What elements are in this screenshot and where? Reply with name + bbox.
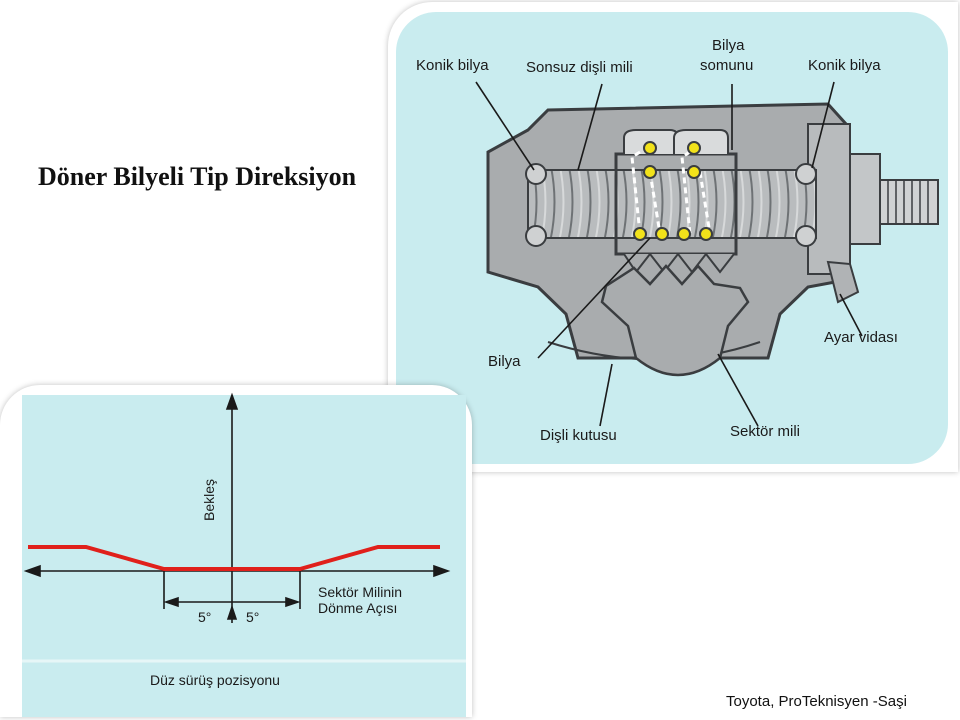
y-axis-label: Bekleş <box>201 479 217 521</box>
gearbox-cross-section: Konik bilya Sonsuz dişli mili Bilya somu… <box>396 12 948 464</box>
straight-driving-caption: Düz sürüş pozisyonu <box>150 672 280 688</box>
label-taper-bearing-right: Konik bilya <box>808 57 881 74</box>
label-adjusting-screw: Ayar vidası <box>824 329 898 346</box>
label-sector-shaft: Sektör mili <box>730 423 800 440</box>
source-credit: Toyota, ProTeknisyen -Saşi <box>726 693 907 710</box>
gearbox-diagram-panel: Konik bilya Sonsuz dişli mili Bilya somu… <box>388 2 958 472</box>
right-taper-bearing <box>795 163 817 185</box>
recirculating-balls <box>633 141 713 241</box>
label-gear-housing: Dişli kutusu <box>540 427 617 444</box>
worm-shaft <box>527 169 817 239</box>
label-worm-shaft: Sonsuz dişli mili <box>526 59 633 76</box>
label-ball-nut-line1: Bilya <box>712 37 745 54</box>
adjusting-screw <box>826 260 860 304</box>
label-ball-nut-line2: somunu <box>700 57 753 74</box>
left-taper-bearing <box>525 163 547 185</box>
right-angle-label: 5° <box>246 609 259 625</box>
slide-title: Döner Bilyeli Tip Direksiyon <box>38 162 357 191</box>
backlash-graph: Bekleş Sektör Milinin Dönme Açısı 5° 5° … <box>22 392 466 717</box>
sector-shaft <box>600 264 750 377</box>
x-axis-label-line1: Sektör Milinin <box>318 584 402 600</box>
x-axis-label-line2: Dönme Açısı <box>318 600 397 616</box>
backlash-curve <box>28 545 440 571</box>
label-ball: Bilya <box>488 353 521 370</box>
label-taper-bearing-left: Konik bilya <box>416 57 489 74</box>
y-axis-arrow <box>225 392 239 410</box>
left-angle-label: 5° <box>198 609 211 625</box>
backlash-graph-panel: Bekleş Sektör Milinin Dönme Açısı 5° 5° … <box>0 385 472 717</box>
